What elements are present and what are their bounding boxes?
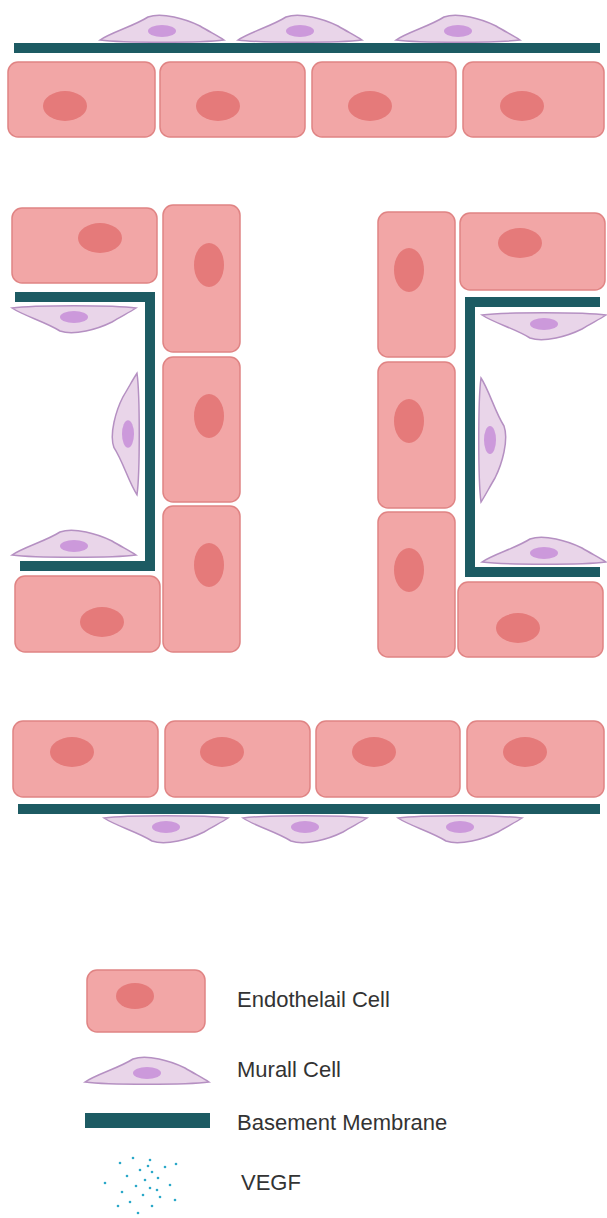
bottom-wall [13, 721, 604, 843]
top-wall [8, 15, 604, 137]
right-branch [378, 212, 606, 657]
legend-label: VEGF [241, 1170, 301, 1196]
legend-swatch [85, 1113, 210, 1128]
legend-samples [85, 970, 209, 1214]
legend-label: Endothelail Cell [237, 987, 390, 1013]
legend-label: Basement Membrane [237, 1110, 447, 1136]
legend-label: Murall Cell [237, 1057, 341, 1083]
left-branch [12, 205, 240, 652]
